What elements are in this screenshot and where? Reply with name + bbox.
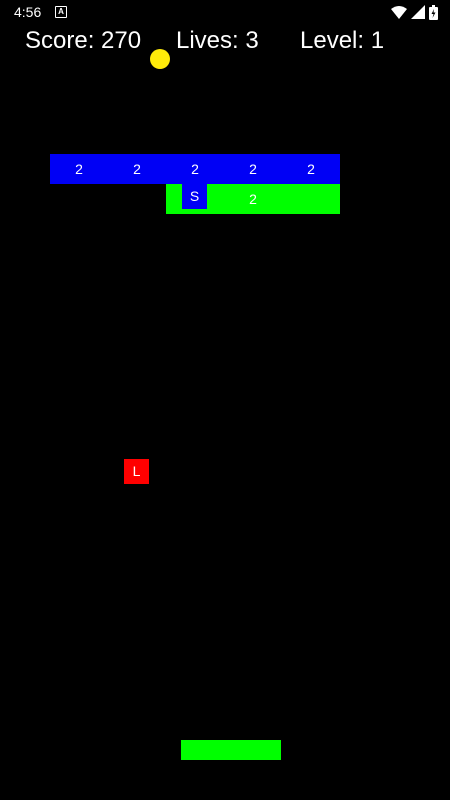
signal-icon	[411, 5, 425, 19]
brick: 2	[224, 154, 282, 184]
powerup-s: S	[182, 184, 207, 209]
status-time: 4:56	[14, 4, 42, 20]
level-label: Level: 1	[300, 27, 385, 54]
status-icons	[391, 4, 438, 20]
wifi-icon	[391, 5, 407, 19]
brick: 2	[166, 154, 224, 184]
ball	[150, 49, 170, 69]
battery-icon	[429, 4, 438, 20]
lives-label: Lives: 3	[176, 27, 259, 54]
paddle[interactable]	[181, 740, 281, 760]
status-bar: 4:56 A	[0, 0, 450, 24]
notification-icon: A	[55, 6, 67, 18]
brick: 2	[282, 154, 340, 184]
brick: 2	[108, 154, 166, 184]
score-label: Score: 270	[25, 27, 142, 54]
powerup-l: L	[124, 459, 149, 484]
brick: 2	[50, 154, 108, 184]
